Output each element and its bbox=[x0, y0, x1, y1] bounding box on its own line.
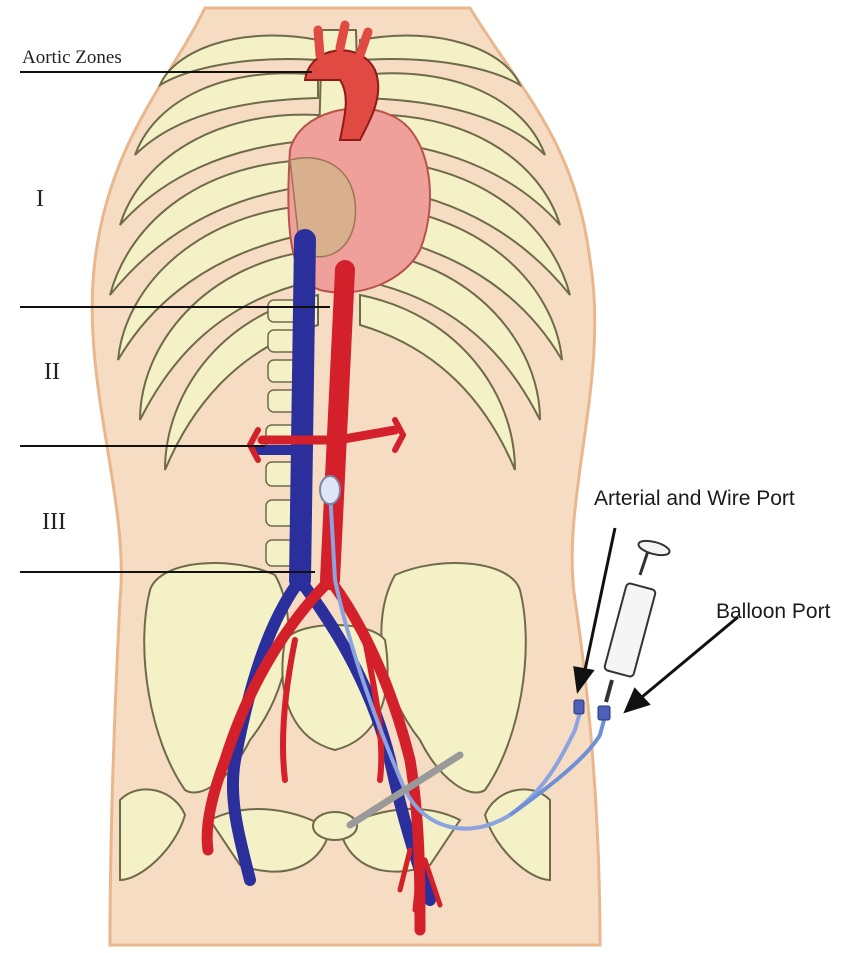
arterial-port-label: Arterial and Wire Port bbox=[594, 487, 795, 510]
syringe-icon bbox=[604, 538, 671, 702]
balloon-port-label: Balloon Port bbox=[716, 600, 831, 623]
diagram-title: Aortic Zones bbox=[22, 47, 122, 68]
balloon-port-hub bbox=[598, 706, 610, 720]
balloon-port-arrow bbox=[642, 617, 738, 697]
occlusion-balloon bbox=[320, 476, 340, 504]
zone-label-3: III bbox=[42, 509, 66, 535]
arterial-port-hub bbox=[574, 700, 584, 714]
zone-label-1: I bbox=[36, 186, 44, 212]
zone-label-2: II bbox=[44, 359, 60, 385]
